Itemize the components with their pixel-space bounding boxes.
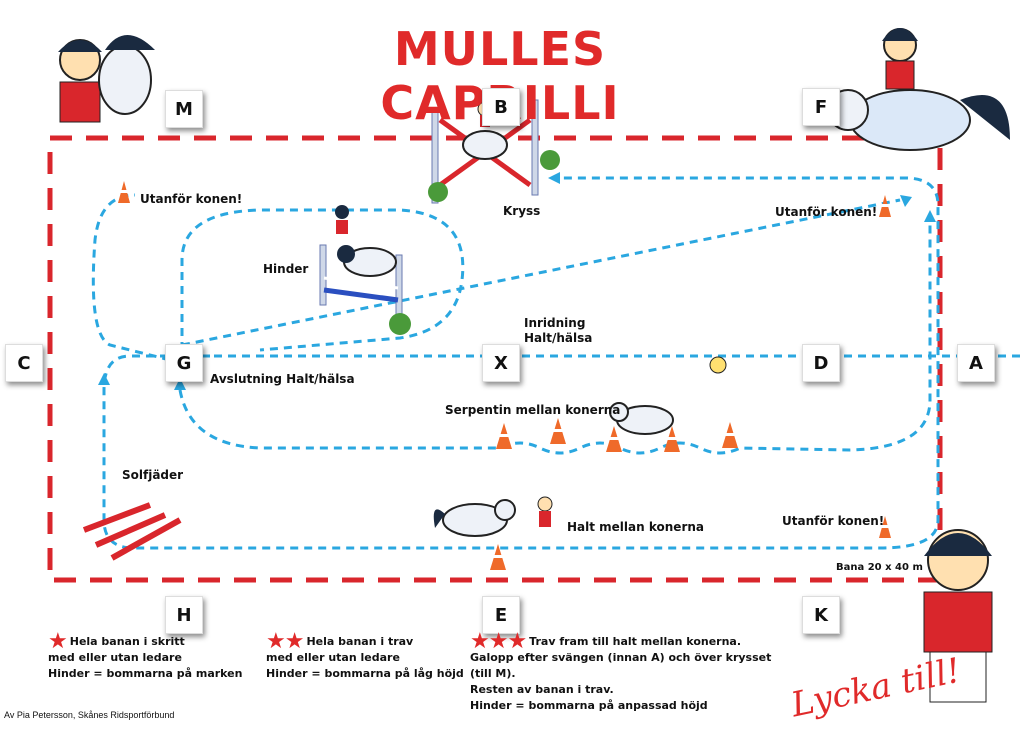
- star-icon: ★★★: [470, 629, 527, 654]
- horse-icon: [609, 402, 674, 435]
- cone-icon: [606, 426, 622, 452]
- star-icon: ★★: [266, 629, 304, 654]
- cone-icon: [550, 418, 566, 444]
- rider-icon: [709, 356, 727, 374]
- letter-b: B: [482, 88, 520, 126]
- cone-icon: [496, 423, 512, 449]
- level-2: ★★Hela banan i trav med eller utan ledar…: [266, 629, 464, 681]
- cone-icon: [664, 426, 680, 452]
- label-outside-cone-1: Utanför konen!: [140, 192, 243, 206]
- label-hinder: Hinder: [263, 262, 309, 276]
- cone-icon: [722, 422, 738, 448]
- rider-icon: [58, 39, 102, 123]
- horse-icon: [98, 35, 155, 115]
- label-halt-cones: Halt mellan konerna: [567, 520, 704, 534]
- letter-c: C: [5, 344, 43, 382]
- rider-icon: [882, 28, 918, 90]
- label-outside-cone-3: Utanför konen!: [782, 514, 885, 528]
- sunray-poles: [82, 502, 182, 561]
- label-kryss: Kryss: [503, 204, 541, 218]
- label-sunray: Solfjäder: [122, 468, 184, 482]
- letter-f: F: [802, 88, 840, 126]
- horse-icon: [335, 205, 397, 277]
- letter-e: E: [482, 596, 520, 634]
- cone-icon: [879, 516, 891, 538]
- letter-a: A: [957, 344, 995, 382]
- credit: Av Pia Petersson, Skånes Ridsportförbund: [4, 710, 175, 720]
- letter-g: G: [165, 344, 203, 382]
- horse-icon: [827, 89, 1010, 151]
- star-icon: ★: [48, 629, 68, 654]
- bush-icon: [389, 313, 411, 335]
- label-outside-cone-2: Utanför konen!: [775, 205, 878, 219]
- cone-icon: [879, 195, 891, 217]
- label-serpentine: Serpentin mellan konerna: [445, 403, 621, 417]
- letter-d: D: [802, 344, 840, 382]
- level-1: ★Hela banan i skritt med eller utan leda…: [48, 629, 243, 681]
- rider-icon: [537, 496, 553, 527]
- rider-icon: [923, 529, 993, 703]
- route: [91, 176, 1020, 550]
- letter-x: X: [482, 344, 520, 382]
- level-3: ★★★Trav fram till halt mellan konerna. G…: [470, 629, 772, 713]
- cones: [118, 181, 891, 570]
- cone-icon: [490, 544, 506, 570]
- bush-icon: [428, 182, 448, 202]
- horse-icon: [433, 499, 516, 537]
- jump-icon: [319, 244, 411, 335]
- letter-k: K: [802, 596, 840, 634]
- bush-icon: [540, 150, 560, 170]
- letter-h: H: [165, 596, 203, 634]
- label-finish: Avslutning Halt/hälsa: [210, 372, 355, 386]
- cone-icon: [118, 181, 130, 203]
- arena-size: Bana 20 x 40 m: [836, 562, 923, 573]
- label-entry: Inridning Halt/hälsa: [524, 316, 593, 345]
- letter-m: M: [165, 90, 203, 128]
